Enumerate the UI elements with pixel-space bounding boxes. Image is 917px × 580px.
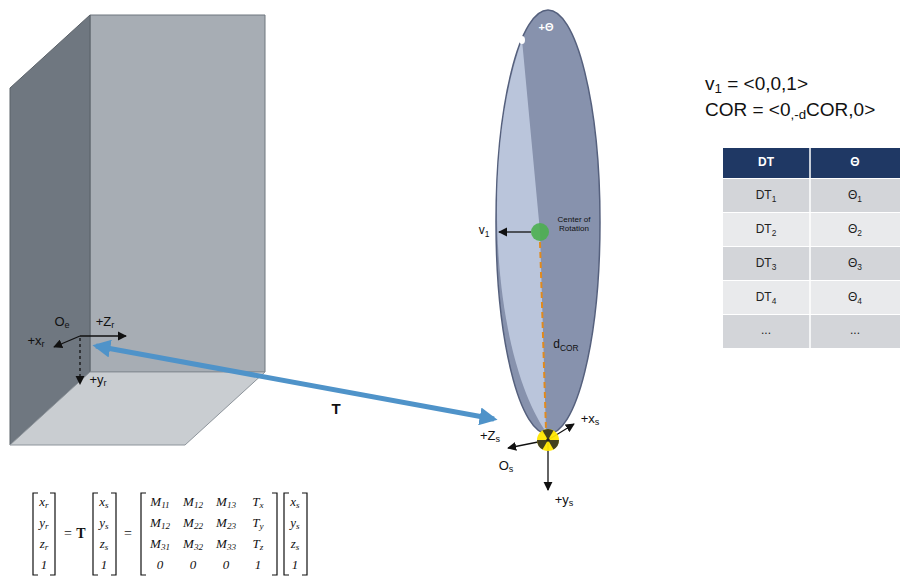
matrix-entry: Tx — [252, 495, 263, 509]
transform-arrow — [96, 346, 494, 419]
matrix-entry: ys — [290, 516, 299, 530]
table-cell: DT4 — [756, 291, 777, 304]
table-cell: DT — [758, 156, 774, 169]
matrix-entry: M31 — [150, 537, 170, 551]
matrix-entry: 1 — [41, 558, 48, 572]
matrix-entry: Ty — [252, 516, 263, 530]
origin-label: Oe — [54, 315, 69, 329]
matrix-entry: M13 — [216, 495, 236, 509]
table-cell: DT3 — [756, 257, 777, 270]
matrix-entry: zs — [291, 537, 300, 551]
axis-label: +yr — [89, 373, 106, 387]
matrix-entry: 0 — [190, 558, 197, 572]
angle-table — [723, 148, 900, 348]
table-cell: ... — [850, 324, 860, 337]
matrix-entry: yr — [39, 516, 48, 530]
table-cell: DT1 — [756, 189, 777, 202]
matrix-entry: ys — [99, 516, 108, 530]
table-cell: Θ — [850, 156, 859, 169]
matrix-entry: M32 — [183, 537, 203, 551]
matrix-entry: zs — [100, 537, 109, 551]
matrix-entry: M12 — [150, 516, 170, 530]
matrix-entry: 1 — [101, 558, 108, 572]
matrix-entry: Tz — [253, 537, 264, 551]
room-box — [10, 15, 265, 445]
origin-label: Os — [499, 459, 514, 473]
axis-label: +ys — [555, 493, 574, 507]
transform-label: T — [331, 401, 340, 418]
equals-sign: = — [124, 526, 132, 541]
table-cell: Θ1 — [848, 189, 862, 202]
rotation-center-label: Center of Rotation — [552, 216, 596, 234]
matrix-entry: 0 — [223, 558, 230, 572]
matrix-entry: 1 — [255, 558, 262, 572]
gantry-disk — [496, 10, 600, 434]
table-cell: Θ3 — [848, 257, 862, 270]
matrix-entry: zr — [40, 537, 49, 551]
equals-sign: = — [64, 526, 72, 541]
table-cell: DT2 — [756, 223, 777, 236]
axis-label: +xs — [581, 412, 600, 426]
radiation-symbol — [536, 429, 561, 451]
matrix-entry: xs — [290, 495, 299, 509]
table-cell: Θ4 — [848, 291, 862, 304]
distance-label: dCOR — [553, 338, 578, 351]
matrix-entry: xr — [39, 495, 48, 509]
angle-direction-label: +Θ — [539, 21, 554, 33]
matrix-entry: M23 — [216, 516, 236, 530]
axis-label: +Zs — [480, 429, 500, 443]
matrix-entry: M11 — [150, 495, 169, 509]
vector-definition: COR = <0,-dCOR,0> — [705, 100, 875, 121]
matrix-entry: 0 — [157, 558, 164, 572]
table-cell: ... — [761, 324, 771, 337]
matrix-entry: M22 — [183, 516, 203, 530]
source-axes — [508, 424, 574, 490]
axis-label: +Zr — [96, 315, 115, 329]
matrix-entry: M33 — [216, 537, 236, 551]
axis-label: +xr — [27, 334, 44, 348]
matrix-entry: 1 — [292, 558, 299, 572]
vector-label: v1 — [479, 224, 490, 237]
matrix-entry: M12 — [183, 495, 203, 509]
matrix-brackets — [33, 493, 307, 575]
matrix-name: T — [76, 526, 85, 541]
table-cell: Θ2 — [848, 223, 862, 236]
matrix-entry: xs — [99, 495, 108, 509]
vector-definition: v1 = <0,0,1> — [705, 74, 808, 95]
